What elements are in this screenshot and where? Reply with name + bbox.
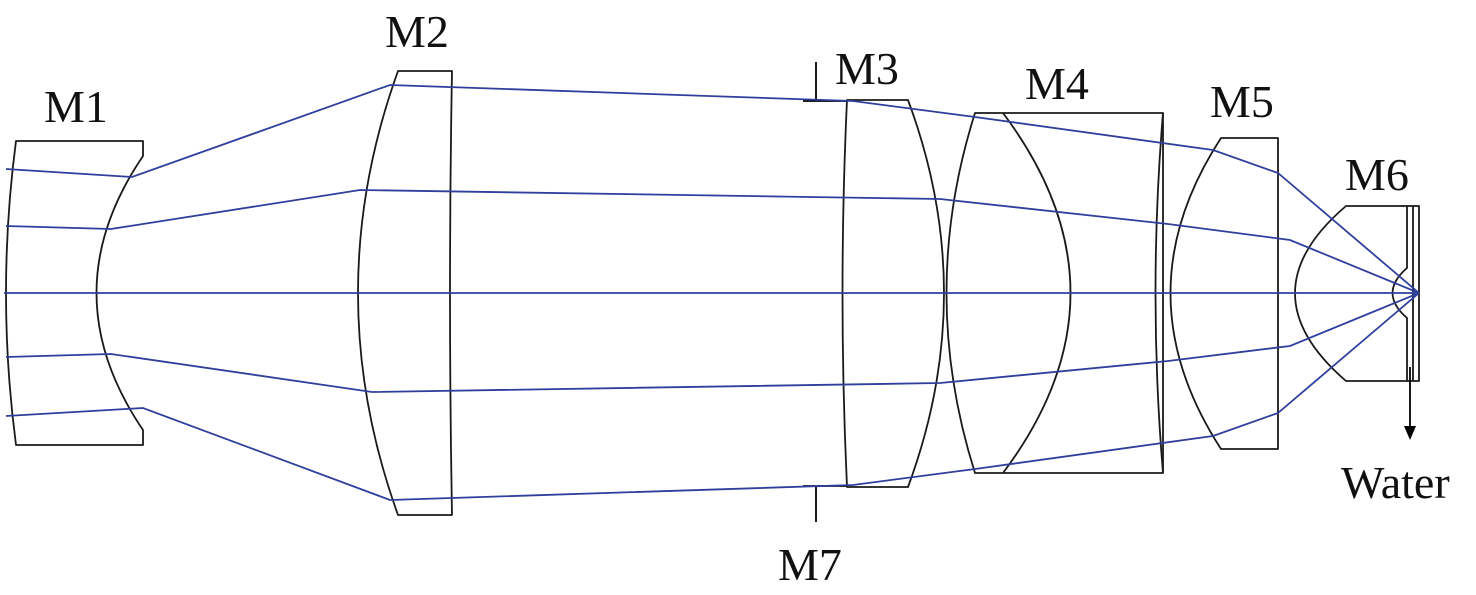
lens-m2 — [357, 70, 453, 516]
lens-m5 — [1169, 137, 1279, 450]
ray-traces — [4, 84, 1420, 501]
ray-marginal-top — [5, 84, 1420, 294]
water-arrow — [1404, 367, 1416, 440]
aperture-stop — [803, 62, 847, 522]
water-arrow-head — [1404, 426, 1416, 440]
label-m4: M4 — [1025, 58, 1089, 109]
lens-m1 — [5, 140, 144, 446]
label-m3: M3 — [835, 43, 899, 94]
label-m1: M1 — [44, 81, 108, 132]
ray-marginal-bottom — [5, 292, 1420, 501]
ray-inner-top — [5, 189, 1420, 294]
lens-m6 — [1294, 205, 1408, 382]
labels: M1 M2 M3 M4 M5 M6 M7 Water — [44, 6, 1450, 590]
label-m6: M6 — [1345, 149, 1409, 200]
ray-inner-bottom — [5, 292, 1420, 393]
lens-m3 — [841, 99, 945, 488]
label-m5: M5 — [1210, 76, 1274, 127]
label-m2: M2 — [385, 6, 449, 57]
label-water: Water — [1341, 457, 1450, 508]
label-m7: M7 — [778, 539, 842, 590]
